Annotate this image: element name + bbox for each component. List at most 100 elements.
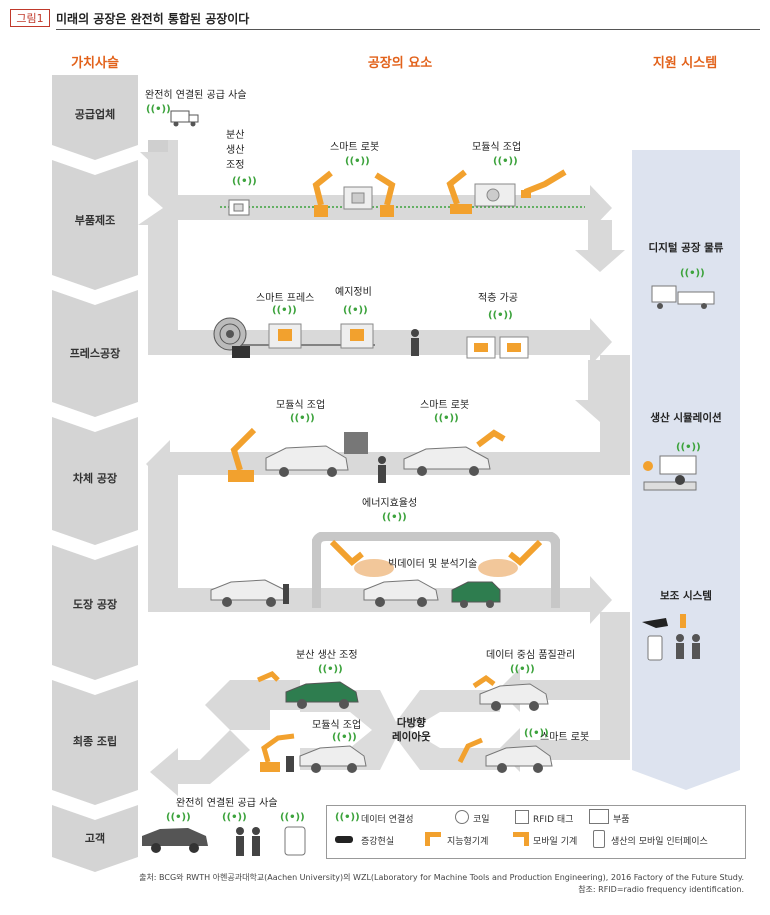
wifi-icon: ((•)): [146, 104, 171, 115]
simulation-desk-icon: [643, 455, 697, 491]
car-icon: [228, 427, 368, 482]
legend-box: ((•)) 데이터 연결성 코일 RFID 태그 부품 증강현실 지능형기계 모…: [326, 805, 746, 859]
car-icon: [210, 579, 289, 607]
coil-icon: [455, 810, 469, 824]
wifi-icon: ((•)): [493, 156, 518, 167]
header-divider: [56, 29, 760, 30]
smart-machine-icon: [425, 832, 441, 846]
stage-supplier: 공급업체: [74, 108, 116, 121]
label-smart-robot-2: 스마트 로봇: [420, 400, 470, 411]
legend-coil: 코일: [473, 815, 490, 825]
wifi-icon: ((•)): [488, 310, 513, 321]
label-modular-assembly-1: 모듈식 조업: [472, 142, 522, 153]
car-icon: [257, 671, 359, 709]
agv-icon: [651, 285, 715, 309]
legend-mobile-machine: 모바일 기계: [533, 837, 578, 847]
support-assist: 보조 시스템: [660, 590, 712, 602]
legend-part: 부품: [613, 815, 630, 825]
flow-band-3: [146, 355, 630, 488]
person-icon: [236, 827, 260, 856]
flow-band-2: [148, 218, 625, 366]
part-icon: [228, 199, 250, 216]
label-data-quality: 데이터 중심 품질관리: [486, 650, 576, 661]
wifi-icon: ((•)): [280, 812, 305, 823]
press-machine-icon: [340, 323, 374, 349]
truck-icon: [170, 110, 199, 127]
car-icon: [142, 828, 208, 853]
label-smart-robot-3: 스마트 로봇: [540, 732, 590, 743]
label-supply-chain-bottom: 완전히 연결된 공급 사슬: [176, 798, 278, 809]
robot-arm-icon: [446, 169, 567, 214]
wifi-icon: ((•)): [335, 812, 360, 823]
phone-icon: [284, 826, 306, 856]
wifi-icon: ((•)): [166, 812, 191, 823]
column-support: 지원 시스템: [652, 56, 718, 71]
press-machine-icon: [268, 323, 302, 349]
column-value-chain: 가치사슬: [71, 56, 119, 71]
legend-rfid: RFID 태그: [533, 815, 574, 825]
wifi-icon: ((•)): [222, 812, 247, 823]
paint-gantry: [312, 532, 560, 608]
wifi-icon: ((•)): [272, 305, 297, 316]
wifi-icon: ((•)): [434, 413, 459, 424]
label-modular-assembly-3: 모듈식 조업: [312, 720, 362, 731]
person-icon: [411, 329, 419, 356]
stage-customer: 고객: [84, 832, 106, 845]
wifi-icon: ((•)): [332, 732, 357, 743]
car-icon: [260, 733, 367, 773]
coil-icon: [213, 317, 250, 358]
label-dist-prod-control: 분산 생산 조정: [296, 650, 358, 661]
label-energy-efficiency: 에너지효율성: [362, 498, 418, 509]
label-predictive-maintenance: 예지정비: [335, 287, 372, 298]
legend-ar: 증강현실: [361, 837, 395, 847]
stage-paint: 도장 공장: [72, 598, 118, 611]
label-smart-press: 스마트 프레스: [256, 293, 315, 304]
car-icon: [363, 579, 439, 607]
car-icon: [457, 737, 553, 773]
mobile-machine-icon: [513, 832, 529, 846]
wifi-icon: ((•)): [680, 268, 705, 279]
phone-icon: [593, 830, 605, 848]
wifi-icon: ((•)): [343, 305, 368, 316]
wifi-icon: ((•)): [232, 176, 257, 187]
wifi-icon: ((•)): [382, 512, 407, 523]
legend-smart-machine: 지능형기계: [447, 837, 489, 847]
stage-final: 최종 조립: [72, 735, 118, 748]
label-multi-layout: 다방향 레이아웃: [392, 717, 431, 743]
flow-band-1: [138, 140, 612, 232]
figure-title: 미래의 공장은 완전히 통합된 공장이다: [56, 12, 250, 26]
flow-band-5: [150, 612, 630, 796]
source-line-1: 출처: BCG와 RWTH 아헨공과대학교(Aachen University)…: [139, 873, 744, 882]
label-modular-assembly-2: 모듈식 조업: [276, 400, 326, 411]
value-chain-chevrons: [52, 75, 138, 872]
source-line-2: 참조: RFID=radio frequency identification.: [578, 885, 744, 894]
figure-badge: 그림1: [10, 9, 50, 27]
label-smart-robot-1: 스마트 로봇: [330, 142, 380, 153]
3d-printer-icon: [466, 336, 529, 359]
legend-mobile-interface: 생산의 모바일 인터페이스: [611, 837, 708, 847]
support-simulation: 생산 시뮬레이션: [650, 412, 722, 424]
label-big-data: 빅데이터 및 분석기술: [388, 559, 478, 570]
ar-glasses-icon: [335, 836, 353, 843]
stage-body: 차체 공장: [72, 472, 118, 485]
car-body-icon: [451, 581, 501, 608]
ar-glasses-icon: [642, 614, 700, 661]
stage-parts: 부품제조: [74, 214, 116, 227]
wifi-icon: ((•)): [676, 442, 701, 453]
wifi-icon: ((•)): [510, 664, 535, 675]
support-logistics: 디지털 공장 물류: [648, 242, 724, 254]
robot-arm-icon: [312, 170, 396, 217]
rfid-icon: [515, 810, 529, 824]
person-icon: [378, 456, 386, 483]
label-additive-manufacturing: 적층 가공: [478, 293, 518, 304]
wifi-icon: ((•)): [290, 413, 315, 424]
label-distributed-control: 분산 생산 조정: [226, 130, 245, 171]
wifi-icon: ((•)): [318, 664, 343, 675]
wifi-icon: ((•)): [345, 156, 370, 167]
legend-connectivity: 데이터 연결성: [361, 815, 414, 825]
car-icon: [403, 429, 506, 476]
wifi-icon: ((•)): [524, 728, 549, 739]
stage-press: 프레스공장: [69, 347, 121, 360]
column-elements: 공장의 요소: [367, 56, 433, 71]
car-icon: [472, 674, 549, 711]
